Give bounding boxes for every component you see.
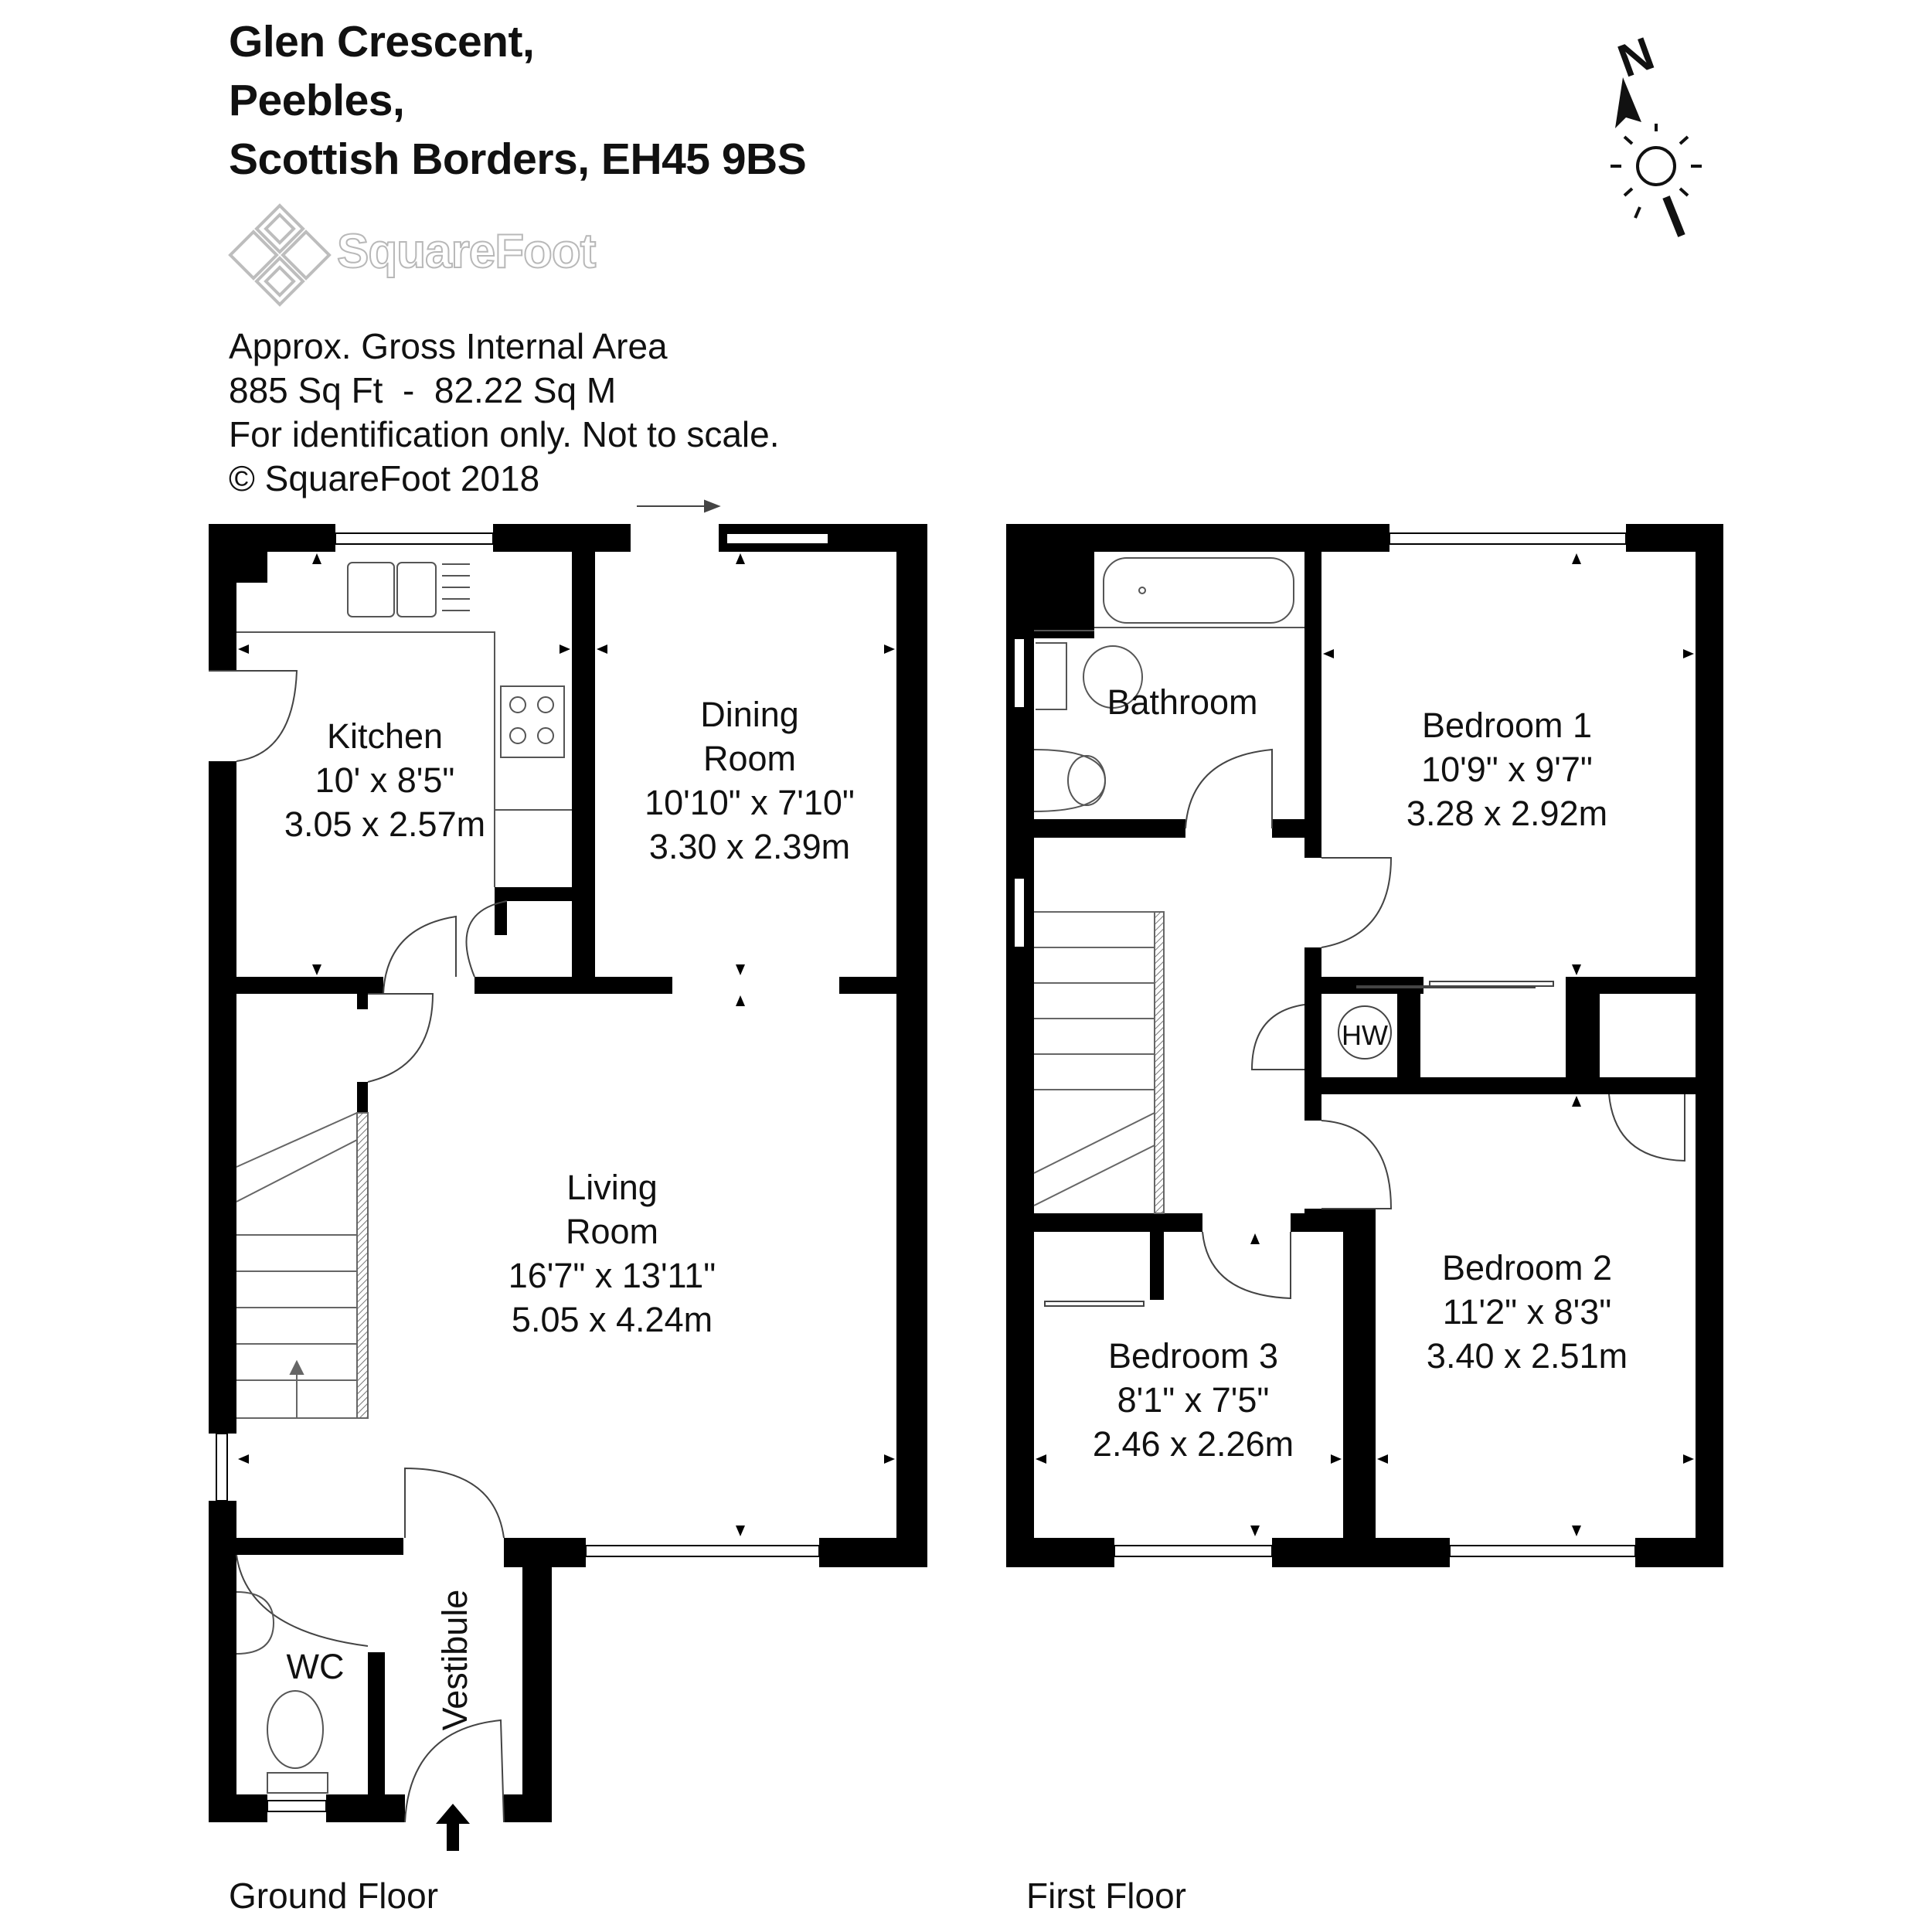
bathroom-fittings <box>1033 557 1304 812</box>
address-line-3: Scottish Borders, EH45 9BS <box>229 134 807 184</box>
bedroom1-metric: 3.28 x 2.92m <box>1406 794 1607 833</box>
first-floor-walls <box>1006 524 1723 1567</box>
first-floor-windows <box>1013 532 1636 1557</box>
living-metric: 5.05 x 4.24m <box>512 1300 713 1339</box>
hw-cylinder-icon <box>1338 1005 1392 1060</box>
hw-name: HW <box>1342 1019 1388 1051</box>
bedroom3-imperial: 8'1" x 7'5" <box>1117 1380 1270 1420</box>
ground-floor-label: Ground Floor <box>229 1876 439 1916</box>
ground-floor-stairs <box>236 1112 369 1419</box>
bedroom2-metric: 3.40 x 2.51m <box>1427 1336 1628 1376</box>
wc-fittings <box>236 1591 328 1794</box>
area-info: Approx. Gross Internal Area 885 Sq Ft - … <box>229 325 779 501</box>
first-floor-label: First Floor <box>1026 1876 1186 1916</box>
ground-floor-windows <box>216 532 829 1812</box>
dining-metric: 3.30 x 2.39m <box>649 827 850 866</box>
bathroom-name: Bathroom <box>1107 682 1257 722</box>
bedroom1-name: Bedroom 1 <box>1422 706 1592 745</box>
ground-floor-measure-ticks <box>238 553 895 1536</box>
living-name-1: Living <box>566 1168 658 1207</box>
address-line-2: Peebles, <box>229 76 405 125</box>
kitchen-imperial: 10' x 8'5" <box>315 760 455 800</box>
area-value: 885 Sq Ft - 82.22 Sq M <box>229 370 617 410</box>
vestibule-name: Vestibule <box>435 1590 474 1731</box>
first-floor-doors <box>1044 748 1685 1307</box>
squarefoot-logo-icon <box>228 203 332 307</box>
address-line-1: Glen Crescent, <box>229 17 535 66</box>
bedroom2-name: Bedroom 2 <box>1442 1248 1612 1287</box>
copyright: © SquareFoot 2018 <box>229 458 540 498</box>
first-floor-stairs <box>1033 911 1165 1214</box>
wc-name: WC <box>287 1647 345 1686</box>
brand-name: SquareFoot <box>336 224 597 279</box>
ground-floor-doors <box>209 499 721 1823</box>
living-imperial: 16'7" x 13'11" <box>509 1256 716 1295</box>
compass: N <box>1611 27 1702 237</box>
bedroom2-imperial: 11'2" x 8'3" <box>1443 1292 1611 1332</box>
sun-ray-long <box>1662 196 1685 237</box>
ground-floor-walls <box>209 524 927 1822</box>
dining-name-2: Room <box>703 739 796 778</box>
area-title: Approx. Gross Internal Area <box>229 326 668 366</box>
bedroom1-imperial: 10'9" x 9'7" <box>1421 750 1593 789</box>
kitchen-fittings <box>236 562 572 887</box>
living-name-2: Room <box>566 1212 658 1251</box>
kitchen-metric: 3.05 x 2.57m <box>284 804 485 844</box>
north-arrow-icon <box>1615 77 1641 128</box>
dining-imperial: 10'10" x 7'10" <box>645 783 855 822</box>
dining-name-1: Dining <box>700 695 799 734</box>
kitchen-name: Kitchen <box>327 716 443 756</box>
bedroom3-metric: 2.46 x 2.26m <box>1093 1424 1294 1464</box>
disclaimer: For identification only. Not to scale. <box>229 414 780 454</box>
entrance-arrow-icon <box>436 1804 470 1851</box>
bedroom3-name: Bedroom 3 <box>1108 1336 1278 1376</box>
first-floor-measure-ticks <box>1036 553 1694 1536</box>
